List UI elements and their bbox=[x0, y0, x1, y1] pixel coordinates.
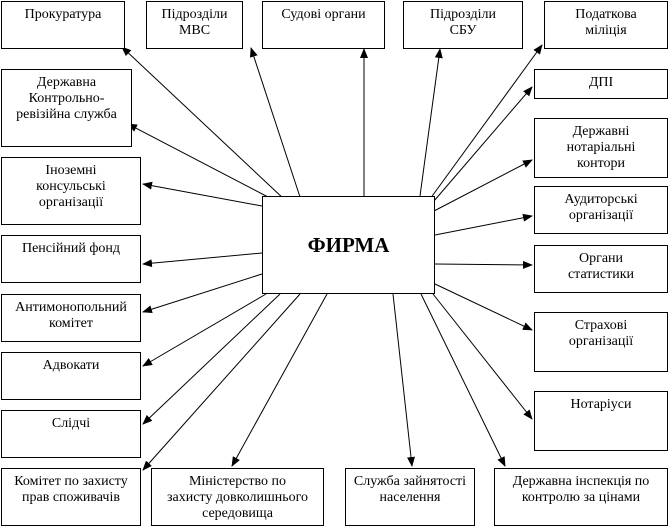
node-mvs: Підрозділи МВС bbox=[146, 1, 243, 49]
arrow-to-audytorski bbox=[434, 213, 533, 236]
node-strakhovi-orhanizatsii: Страхові організації bbox=[534, 312, 668, 372]
node-konsulski-orhanizatsii: Іноземні консульські організації bbox=[1, 157, 141, 225]
arrow-to-spozhyvachi bbox=[142, 293, 301, 471]
arrow-to-konsulski bbox=[142, 181, 263, 207]
arrow-to-notarialni bbox=[433, 159, 533, 212]
node-audytorski-orhanizatsii: Аудиторські організації bbox=[534, 186, 668, 234]
node-sbu: Підрозділи СБУ bbox=[403, 1, 523, 49]
arrow-to-pensiynyi bbox=[142, 252, 263, 268]
node-orhany-statystyky: Органи статистики bbox=[534, 245, 668, 293]
arrow-to-sbu bbox=[419, 48, 443, 197]
arrow-to-prokuratura bbox=[121, 46, 286, 201]
arrow-to-tsiny bbox=[420, 293, 506, 467]
node-antymonopolnyi-komitet: Антимонопольний комітет bbox=[1, 294, 141, 342]
node-notariusy: Нотаріуси bbox=[534, 391, 668, 451]
arrow-to-podatkova bbox=[429, 44, 543, 200]
arrow-to-slidchi bbox=[142, 293, 281, 425]
node-podatkova-militsiia: Податкова міліція bbox=[544, 1, 668, 49]
arrow-to-dpi bbox=[433, 86, 533, 202]
arrow-to-dovkillia bbox=[231, 293, 328, 467]
node-inspektsiia-tsiny: Державна інспекція по контролю за цінами bbox=[494, 468, 668, 526]
node-pensiinyi-fond: Пенсійний фонд bbox=[1, 235, 141, 283]
node-advokaty: Адвокати bbox=[1, 352, 141, 400]
arrow-to-advokaty bbox=[142, 293, 267, 367]
node-ministerstvo-dovkillia: Міністерство по захисту довколишнього се… bbox=[151, 468, 324, 526]
node-sudovi-orhany: Судові органи bbox=[262, 1, 385, 49]
node-sluzhba-zainiatosti: Служба зайнятості населення bbox=[345, 468, 475, 526]
node-notarialni-kontory: Державні нотаріальні контори bbox=[534, 118, 668, 178]
arrow-to-strakhovi bbox=[434, 283, 533, 331]
node-dpi: ДПІ bbox=[534, 69, 668, 99]
node-slidchi: Слідчі bbox=[1, 410, 141, 458]
arrow-to-mvs bbox=[250, 47, 301, 198]
arrow-to-statystyka bbox=[434, 260, 533, 269]
center-node-firm: ФИРМА bbox=[262, 196, 435, 294]
arrow-to-zainiatist bbox=[392, 293, 415, 467]
arrow-to-antymonopolnyi bbox=[142, 273, 263, 314]
arrow-to-notariusy bbox=[432, 293, 533, 420]
node-prokuratura: Прокуратура bbox=[1, 1, 125, 49]
node-krs: Державна Контрольно- ревізійна служба bbox=[1, 69, 132, 147]
node-komitet-spozhyvachiv: Комітет по захисту прав споживачів bbox=[1, 468, 141, 526]
arrow-to-krs bbox=[127, 123, 271, 199]
